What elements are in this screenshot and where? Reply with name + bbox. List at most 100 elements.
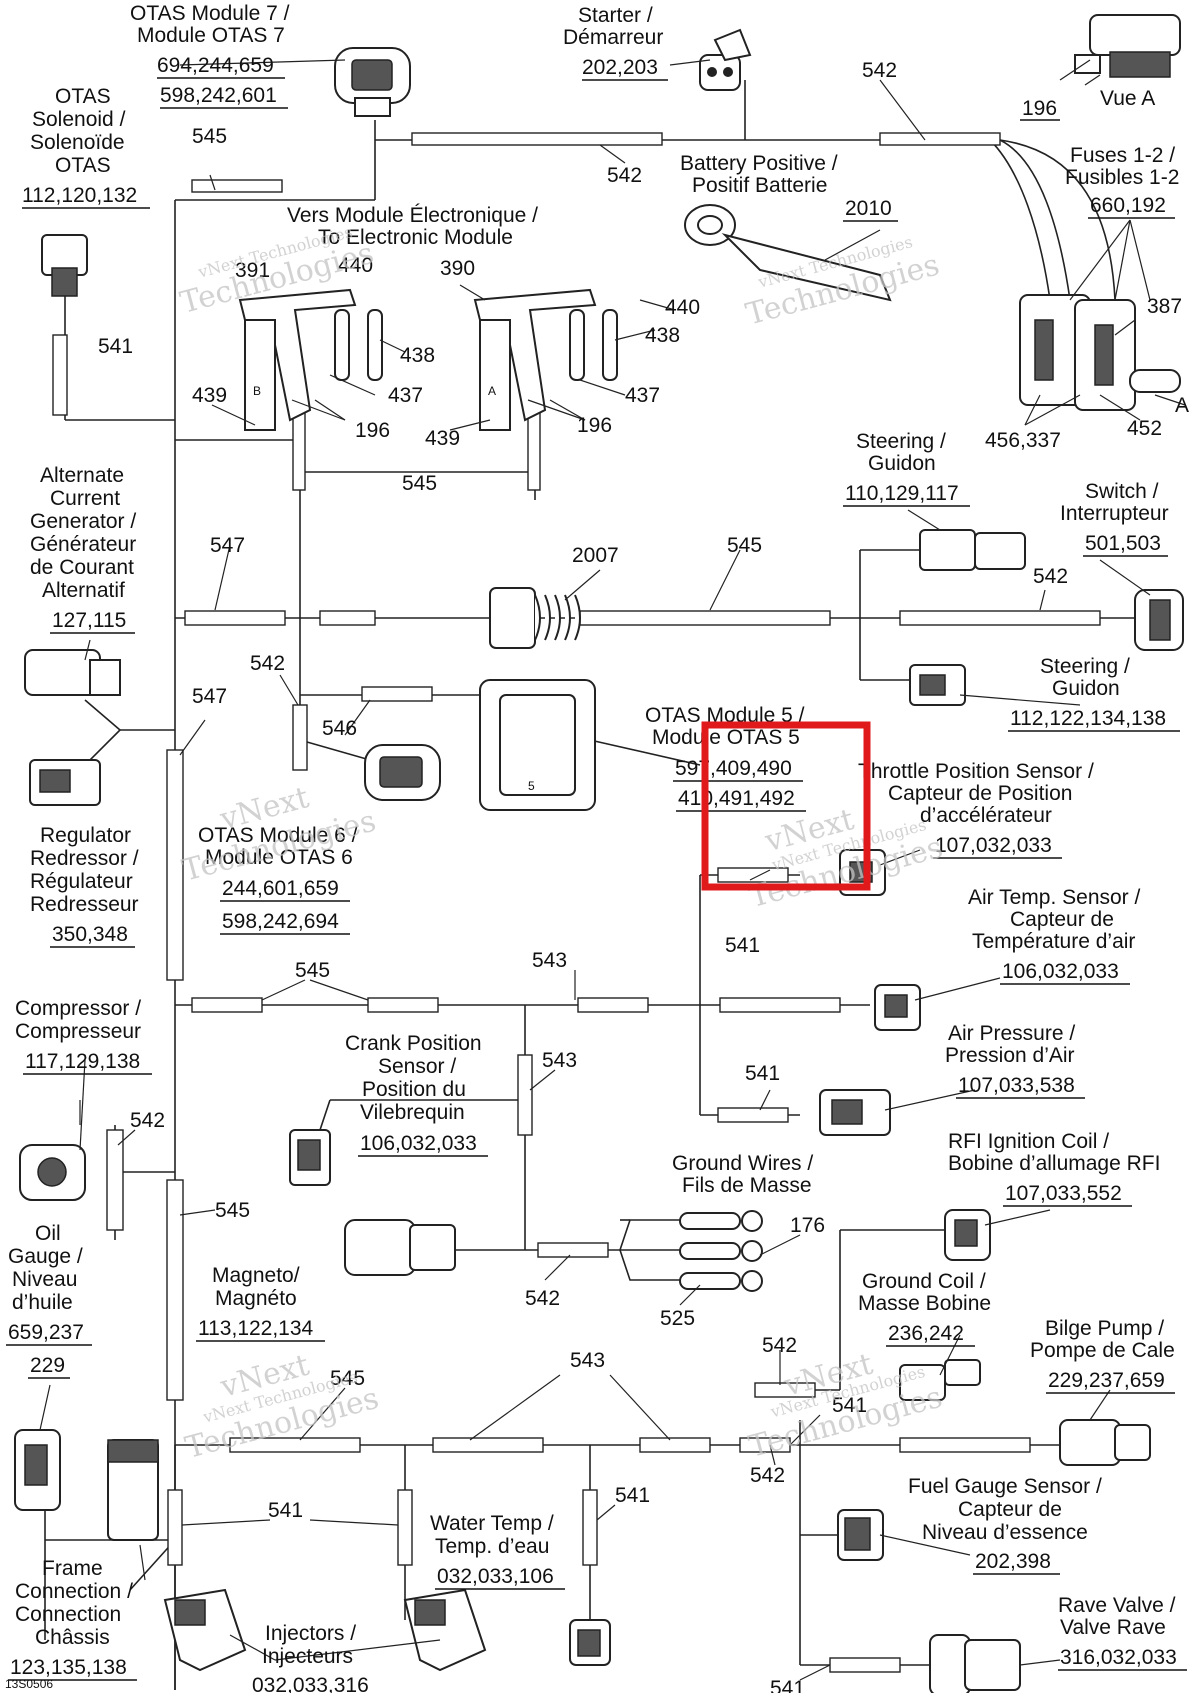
otas-solenoid-name-line2: Solenoid / xyxy=(32,108,126,131)
switch-codes: 501,503 xyxy=(1085,532,1161,555)
callout-547: 547 xyxy=(192,685,227,708)
callout-541: 541 xyxy=(745,1062,780,1085)
bilge-name-line1: Bilge Pump / xyxy=(1045,1317,1164,1340)
ground-coil-name-line2: Masse Bobine xyxy=(858,1292,991,1315)
water-temp-codes: 032,033,106 xyxy=(437,1565,554,1588)
callout-542: 542 xyxy=(607,164,642,187)
callout-541: 541 xyxy=(615,1484,650,1507)
injectors-codes: 032,033,316 xyxy=(252,1674,369,1693)
callout-542: 542 xyxy=(750,1464,785,1487)
vue-a-label: Vue A xyxy=(1100,87,1155,110)
otas5-codes-2: 410,491,492 xyxy=(678,787,795,810)
injectors-name-line1: Injectors / xyxy=(265,1622,356,1645)
callout-437: 437 xyxy=(625,384,660,407)
callout-545: 545 xyxy=(330,1367,365,1390)
frame-codes: 123,135,138 xyxy=(10,1656,127,1679)
otas7-name-line1: OTAS Module 7 / xyxy=(130,2,290,25)
battery-name-line2: Positif Batterie xyxy=(692,174,827,197)
rave-name-line1: Rave Valve / xyxy=(1058,1594,1176,1617)
rfi-coil-connector-icon xyxy=(944,1209,991,1261)
otas5-module-icon: 5 xyxy=(479,679,596,811)
otas6-connector-icon xyxy=(364,744,441,801)
callout-543: 543 xyxy=(570,1349,605,1372)
callout-542: 542 xyxy=(762,1334,797,1357)
generator-name-line4: Générateur xyxy=(30,533,136,556)
otas6-name-line2: Module OTAS 6 xyxy=(205,846,353,869)
ground-coil-codes: 236,242 xyxy=(888,1322,964,1345)
callout-541: 541 xyxy=(832,1394,867,1417)
steering-connector-2-icon xyxy=(909,664,966,706)
generator-codes: 127,115 xyxy=(52,609,126,632)
callout-439: 439 xyxy=(425,427,460,450)
battery-terminal-icon xyxy=(684,204,892,302)
ground-wire-terminals-icon xyxy=(679,1210,763,1292)
callout-2007: 2007 xyxy=(572,544,619,567)
fuse-box-icon xyxy=(1019,294,1181,411)
callout-numbers: 545 542 542 541 391 440 390 440 438 438 … xyxy=(98,59,1189,1693)
magneto-connector-icon xyxy=(344,1219,456,1276)
throttle-name-line3: d’accélérateur xyxy=(920,804,1052,827)
frame-connection-connector-icon xyxy=(107,1439,159,1541)
harness-sleeves xyxy=(52,132,1101,1673)
oil-gauge-name-line1: Oil xyxy=(35,1222,61,1245)
callout-439: 439 xyxy=(192,384,227,407)
callout-391: 391 xyxy=(235,259,270,282)
injector-left-icon xyxy=(163,1588,247,1672)
magneto-codes: 113,122,134 xyxy=(198,1317,314,1340)
callout-437: 437 xyxy=(388,384,423,407)
callout-196: 196 xyxy=(577,414,612,437)
throttle-name-line1: Throttle Position Sensor / xyxy=(858,760,1094,783)
oil-gauge-name-line3: Niveau xyxy=(12,1268,77,1291)
otas7-codes-2: 598,242,601 xyxy=(160,84,277,107)
rave-codes: 316,032,033 xyxy=(1060,1646,1177,1669)
fuel-gauge-connector-icon xyxy=(837,1509,884,1561)
frame-name-line3: Connection xyxy=(15,1603,121,1626)
callout-542: 542 xyxy=(1033,565,1068,588)
callout-456-337: 456,337 xyxy=(985,429,1061,452)
switch-connector-icon xyxy=(1134,589,1184,651)
figure-id: 13S0506 xyxy=(5,1677,53,1691)
oil-gauge-code-2: 229 xyxy=(30,1354,65,1377)
connector-letter-a: A xyxy=(488,384,496,398)
water-temp-connector-icon xyxy=(569,1619,611,1666)
callout-542: 542 xyxy=(130,1109,165,1132)
starter-codes: 202,203 xyxy=(582,56,658,79)
callout-543: 543 xyxy=(542,1049,577,1072)
electronic-module-name-line1: Vers Module Électronique / xyxy=(287,204,538,227)
otas-solenoid-codes: 112,120,132 xyxy=(22,184,137,207)
steering1-name-line2: Guidon xyxy=(868,452,936,475)
starter-name-line2: Démarreur xyxy=(563,26,663,49)
air-temp-name-line1: Air Temp. Sensor / xyxy=(968,886,1141,909)
otas6-codes-2: 598,242,694 xyxy=(222,910,339,933)
callout-541: 541 xyxy=(725,934,760,957)
callout-452: 452 xyxy=(1127,417,1162,440)
ground-wires-name-line2: Fils de Masse xyxy=(682,1174,812,1197)
rfi-coil-name-line2: Bobine d’allumage RFI xyxy=(948,1152,1160,1175)
callout-545: 545 xyxy=(295,959,330,982)
callout-545: 545 xyxy=(727,534,762,557)
generator-name-line1: Alternate xyxy=(40,464,124,487)
rfi-coil-codes: 107,033,552 xyxy=(1005,1182,1122,1205)
fuses-name-line1: Fuses 1-2 / xyxy=(1070,144,1175,167)
air-temp-name-line2: Capteur de xyxy=(1010,908,1114,931)
frame-name-line1: Frame xyxy=(42,1557,103,1580)
callout-545: 545 xyxy=(402,472,437,495)
otas6-codes-1: 244,601,659 xyxy=(222,877,339,900)
generator-connector-icon xyxy=(24,649,121,696)
grommet-2007-icon xyxy=(489,587,581,649)
callout-176: 176 xyxy=(790,1214,825,1237)
starter-connector-icon xyxy=(699,28,752,91)
throttle-name-line2: Capteur de Position xyxy=(888,782,1072,805)
callout-a: A xyxy=(1175,394,1189,417)
steering2-codes: 112,122,134,138 xyxy=(1010,707,1166,730)
air-temp-connector-icon xyxy=(874,984,921,1031)
callout-547: 547 xyxy=(210,534,245,557)
crank-codes: 106,032,033 xyxy=(360,1132,477,1155)
steering1-codes: 110,129,117 xyxy=(845,482,959,505)
otas5-block-label: 5 xyxy=(528,779,535,793)
water-temp-name-line2: Temp. d’eau xyxy=(435,1535,549,1558)
bilge-codes: 229,237,659 xyxy=(1048,1369,1165,1392)
regulator-name-line1: Regulator xyxy=(40,824,131,847)
otas7-name-line2: Module OTAS 7 xyxy=(137,24,285,47)
